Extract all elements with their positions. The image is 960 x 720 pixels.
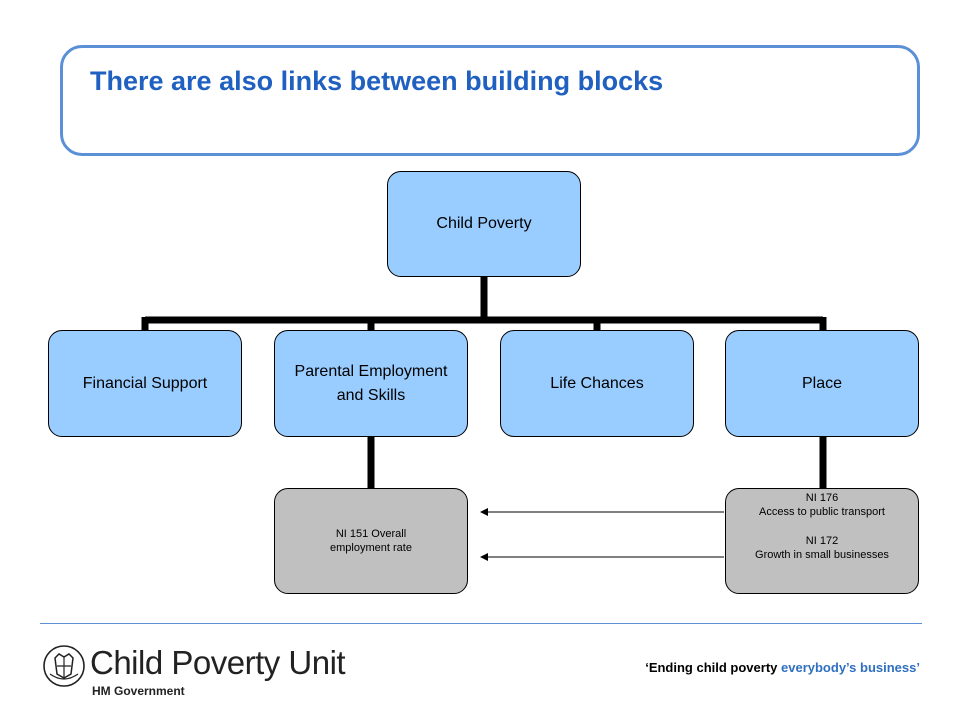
child-poverty-unit-logo: Child Poverty Unit HM Government — [42, 640, 362, 700]
node-financial-support-label: Financial Support — [82, 374, 208, 392]
indicator-employment-text: NI 151 Overall employment rate — [330, 527, 412, 554]
page-title: There are also links between building bl… — [90, 66, 664, 96]
node-parental-employment-label: Parental Employment and Skills — [294, 363, 448, 404]
node-child-poverty-label: Child Poverty — [436, 215, 532, 233]
footer-tagline: ‘Ending child poverty everybody’s busine… — [645, 660, 920, 675]
node-indicator-place: NI 176 Access to public transport NI 172… — [725, 488, 919, 594]
node-indicator-employment: NI 151 Overall employment rate — [274, 488, 468, 594]
logo-subtitle: HM Government — [92, 684, 185, 698]
tagline-part2: everybody’s business’ — [781, 660, 920, 675]
node-parental-employment: Parental Employment and Skills — [274, 330, 468, 437]
node-place-label: Place — [801, 374, 843, 392]
node-life-chances-label: Life Chances — [550, 374, 644, 392]
node-financial-support: Financial Support — [48, 330, 242, 437]
title-frame — [60, 45, 920, 156]
indicator-place-text: NI 176 Access to public transport NI 172… — [755, 492, 889, 562]
footer-divider — [40, 623, 922, 624]
node-place: Place — [725, 330, 919, 437]
royal-crest-icon — [43, 645, 85, 687]
node-life-chances: Life Chances — [500, 330, 694, 437]
tagline-part1: ‘Ending child poverty — [645, 660, 778, 675]
logo-name: Child Poverty Unit — [90, 644, 346, 681]
node-child-poverty: Child Poverty — [387, 171, 581, 277]
